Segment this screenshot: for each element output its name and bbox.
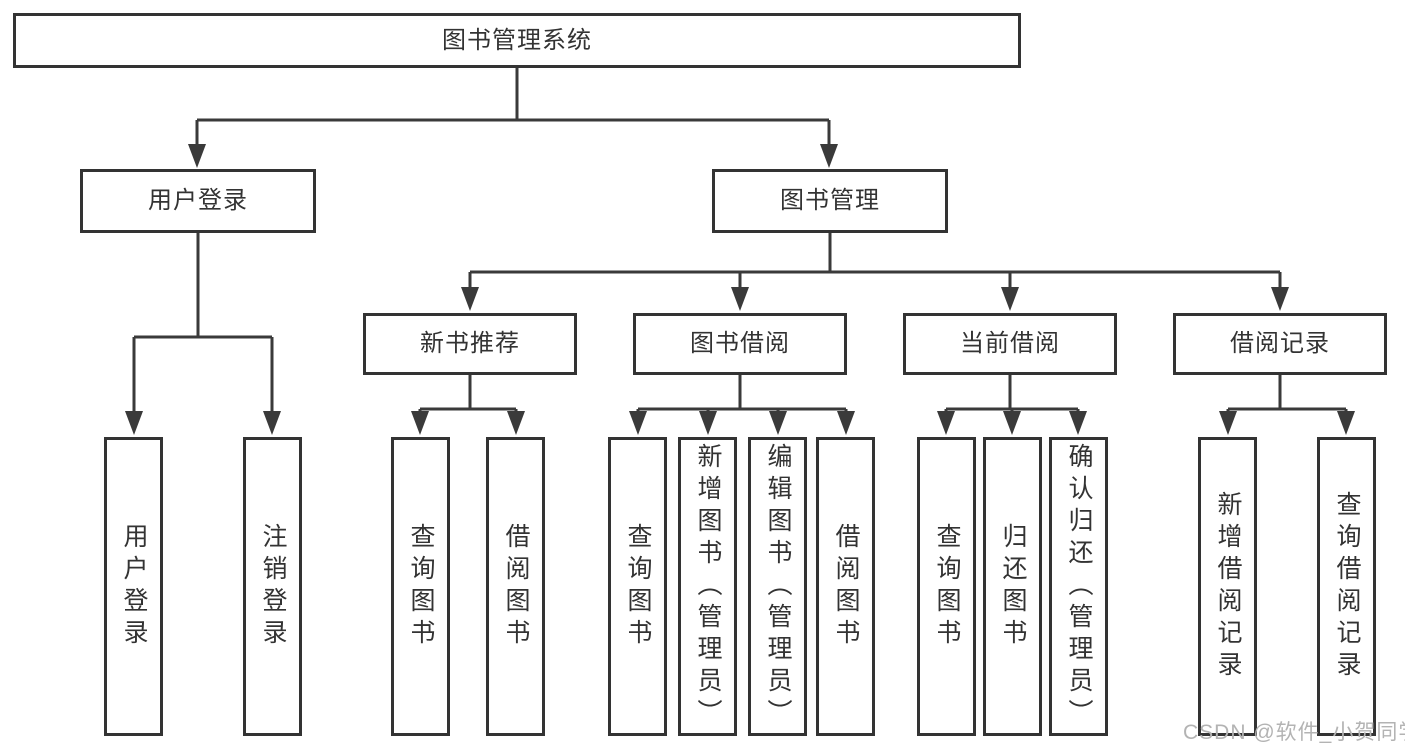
node-leaf-borrow-add-books-admin: 新增图书（管理员） [678,437,737,736]
arrowhead-icon [411,411,429,435]
arrowhead-icon [188,144,206,168]
arrowhead-icon [1003,411,1021,435]
arrowhead-icon [1271,287,1289,311]
arrowhead-icon [937,411,955,435]
node-leaf-recommend-borrow-books: 借阅图书 [486,437,545,736]
connector-bookmgmt-to-level3 [468,233,1282,290]
arrowhead-icon [699,411,717,435]
node-leaf-borrow-edit-books-admin: 编辑图书（管理员） [748,437,807,736]
node-leaf-current-confirm-return-admin: 确认归还（管理员） [1049,437,1108,736]
node-leaf-records-query-record: 查询借阅记录 [1317,437,1376,736]
connector-current-to-children [944,375,1080,414]
watermark-text: CSDN @软件_小贺同学 [1183,721,1405,744]
node-book-management-module: 图书管理 [712,169,948,233]
node-current-borrow: 当前借阅 [903,313,1117,375]
node-new-book-recommend: 新书推荐 [363,313,577,375]
arrowhead-icon [837,411,855,435]
arrowhead-icon [461,287,479,311]
node-root-title: 图书管理系统 [13,13,1021,68]
node-leaf-borrow-query-books: 查询图书 [608,437,667,736]
node-leaf-records-add-record: 新增借阅记录 [1198,437,1257,736]
arrowhead-icon [820,144,838,168]
arrowhead-icon [1219,411,1237,435]
arrowhead-icon [1001,287,1019,311]
connector-recommend-to-children [418,375,518,414]
node-book-borrow: 图书借阅 [633,313,847,375]
arrowhead-icon [507,411,525,435]
connector-records-to-children [1226,375,1348,414]
node-leaf-borrow-borrow-books: 借阅图书 [816,437,875,736]
arrowhead-icon [1069,411,1087,435]
arrowhead-icon [769,411,787,435]
connector-root-to-level2 [195,68,831,146]
node-user-login-module: 用户登录 [80,169,316,233]
connector-userlogin-to-children [132,233,274,413]
connector-borrow-to-children [636,375,848,414]
node-leaf-user-login: 用户登录 [104,437,163,736]
arrowhead-icon [731,287,749,311]
arrowhead-icon [629,411,647,435]
node-leaf-current-return-books: 归还图书 [983,437,1042,736]
arrowhead-icon [1337,411,1355,435]
arrowhead-icon [125,411,143,435]
node-leaf-current-query-books: 查询图书 [917,437,976,736]
node-leaf-recommend-query-books: 查询图书 [391,437,450,736]
node-leaf-logout: 注销登录 [243,437,302,736]
arrowhead-icon [263,411,281,435]
node-borrow-records: 借阅记录 [1173,313,1387,375]
